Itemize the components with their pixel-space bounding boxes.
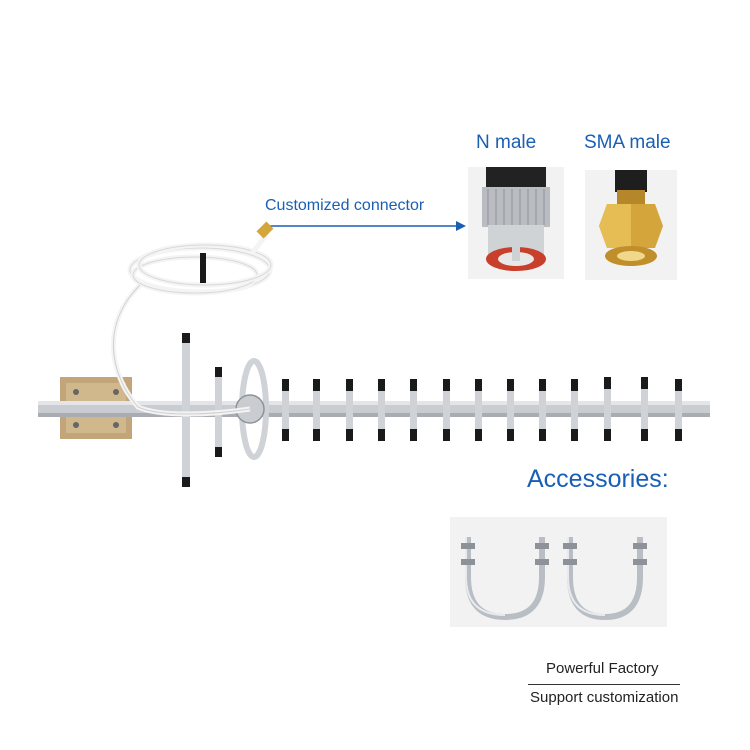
- powerful-factory-text: Powerful Factory: [546, 660, 659, 677]
- n-male-label: N male: [476, 132, 537, 153]
- n-male-connector-photo: [468, 167, 564, 279]
- text-divider: [528, 684, 680, 685]
- u-bolt-accessories-photo: [450, 517, 667, 627]
- support-customization-text: Support customization: [530, 689, 679, 706]
- sma-male-label: SMA male: [584, 132, 671, 153]
- accessories-heading: Accessories:: [527, 465, 669, 493]
- arrow-icon: [268, 221, 466, 231]
- sma-male-connector-photo: [585, 170, 677, 280]
- yagi-antenna-photo: [38, 221, 710, 487]
- customized-connector-label: Customized connector: [265, 197, 425, 214]
